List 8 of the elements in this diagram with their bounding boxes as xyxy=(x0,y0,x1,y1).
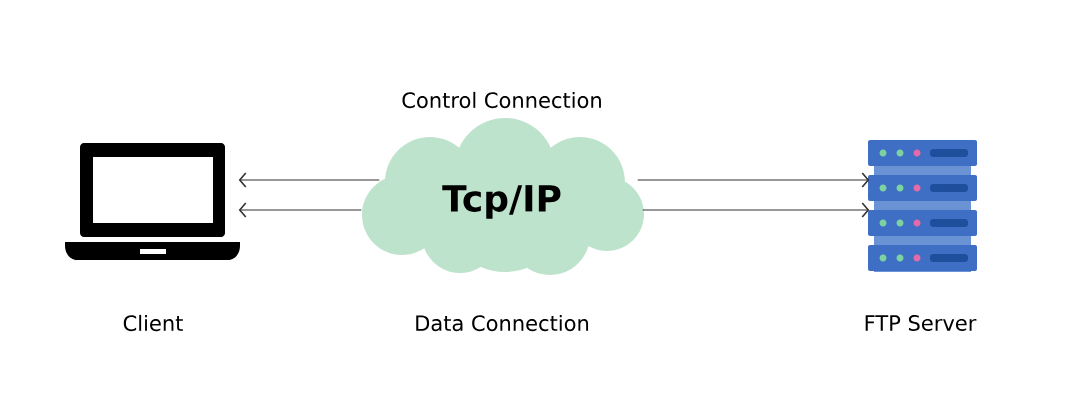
arrow xyxy=(637,172,870,188)
cloud-label: Tcp/IP xyxy=(442,185,561,219)
node-label: FTP Server xyxy=(865,315,977,331)
node-label: Client xyxy=(123,314,183,332)
arrow xyxy=(642,202,870,218)
arrow xyxy=(238,202,362,218)
connection-label: Data Connection xyxy=(416,314,589,332)
arrow xyxy=(238,172,380,188)
